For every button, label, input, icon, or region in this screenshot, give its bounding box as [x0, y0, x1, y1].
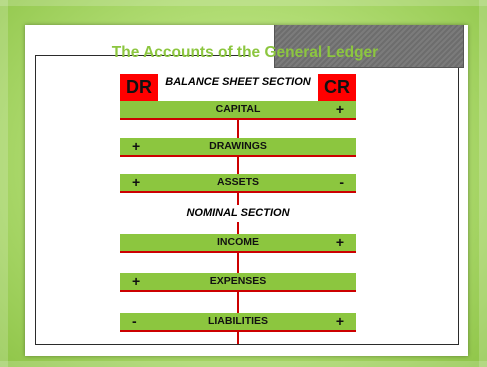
- account-label: LIABILITIES: [207, 315, 269, 327]
- t-account-stem: [237, 292, 239, 313]
- account-bar-income: INCOME +: [120, 234, 356, 253]
- left-sign: -: [132, 313, 137, 329]
- account-bar-liabilities: - LIABILITIES +: [120, 313, 356, 332]
- t-account-stem: [237, 222, 239, 234]
- left-sign: +: [132, 138, 141, 154]
- account-bar-drawings: + DRAWINGS: [120, 138, 356, 157]
- right-sign: -: [339, 174, 344, 190]
- background-stripe: [0, 0, 487, 6]
- account-label: EXPENSES: [209, 275, 267, 287]
- account-bar-assets: + ASSETS -: [120, 174, 356, 193]
- account-label: ASSETS: [216, 176, 259, 188]
- left-sign: +: [132, 174, 141, 190]
- t-account-stem: [237, 193, 239, 205]
- t-account-stem: [237, 157, 239, 174]
- account-label: CAPITAL: [215, 103, 261, 115]
- account-bar-expenses: + EXPENSES: [120, 273, 356, 292]
- frame-line: [35, 55, 249, 56]
- credit-tag: CR: [318, 74, 356, 101]
- decorative-tab: [274, 25, 464, 68]
- background-stripe: [0, 0, 8, 367]
- right-sign: +: [335, 234, 344, 250]
- balance-sheet-heading: BALANCE SHEET SECTION: [165, 76, 311, 88]
- t-account-stem: [237, 253, 239, 273]
- account-bar-capital: CAPITAL +: [120, 101, 356, 120]
- frame-line: [35, 55, 36, 345]
- background-stripe: [0, 361, 487, 367]
- t-account-stem: [237, 120, 239, 138]
- account-label: DRAWINGS: [209, 140, 267, 152]
- frame-line: [458, 65, 459, 345]
- right-sign: +: [335, 101, 344, 117]
- nominal-heading: NOMINAL SECTION: [186, 207, 290, 219]
- page-title: The Accounts of the General Ledger: [111, 44, 379, 61]
- left-sign: +: [132, 273, 141, 289]
- t-account-stem: [237, 332, 239, 344]
- frame-line: [35, 344, 459, 345]
- right-sign: +: [335, 313, 344, 329]
- background-stripe: [479, 0, 487, 367]
- debit-tag: DR: [120, 74, 158, 101]
- account-label: INCOME: [217, 236, 259, 248]
